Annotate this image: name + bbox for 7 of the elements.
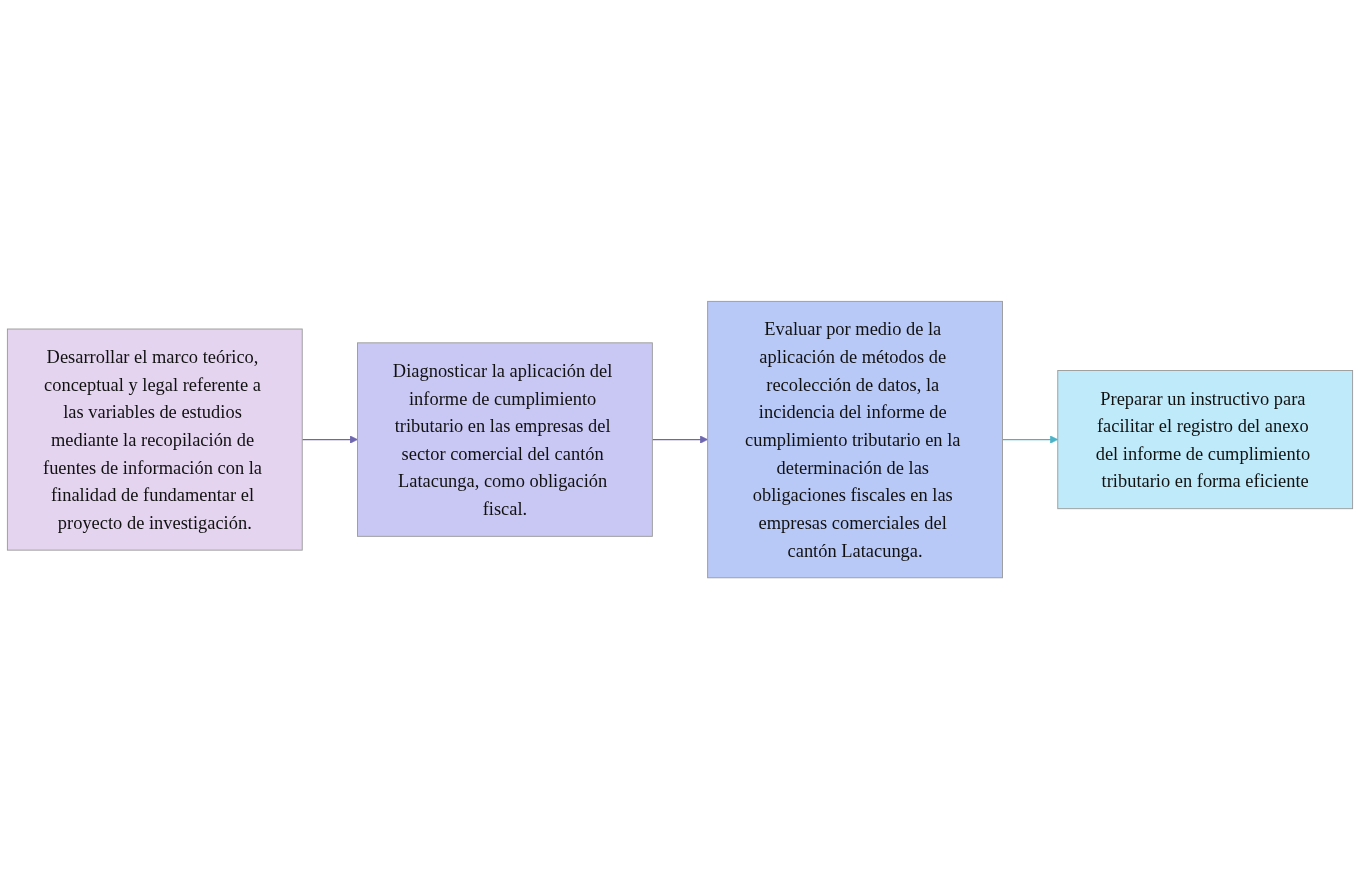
node-box: Desarrollar el marco teórico, conceptual y legal referente a las variables de estudios mediante la recopilación de fuentes de información con la finalidad de fundamentar el proyecto de investigación. (6, 328, 303, 552)
node-box: Evaluar por medio de la aplicación de métodos de recolección de datos, la incidencia del informe de cumplimiento tributario en la determinación de las obligaciones fiscales en las empresas comerciales del cantón Latacunga. (707, 301, 1003, 579)
node-box: Preparar un instructivo para facilitar el registro del anexo del informe de cumplimiento tributario en forma eficiente (1057, 370, 1354, 510)
arrow (1001, 435, 1059, 445)
node-box: Diagnosticar la aplicación del informe de cumplimiento tributario en las empresas del sector comercial del cantón Latacunga, como obligación fiscal. (357, 342, 653, 538)
arrow (301, 435, 358, 445)
arrow (651, 435, 708, 445)
